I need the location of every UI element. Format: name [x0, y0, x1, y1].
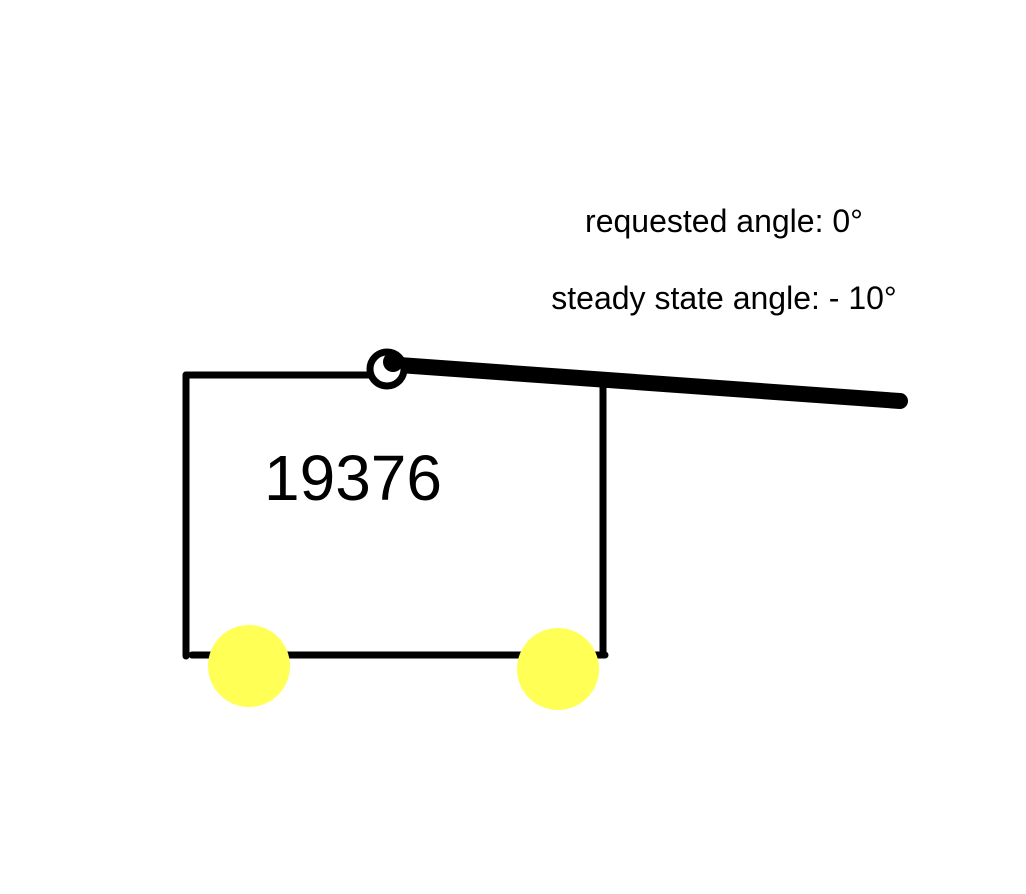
pivot-joint-fill	[383, 352, 403, 372]
pole	[377, 356, 908, 409]
cart-body	[182, 371, 609, 660]
cart-number: 19376	[264, 442, 442, 514]
steady-state-angle-label: steady state angle: - 10°	[551, 280, 896, 316]
right-wheel	[517, 628, 599, 710]
requested-angle-label: requested angle: 0°	[585, 203, 863, 239]
left-wheel	[208, 625, 290, 707]
